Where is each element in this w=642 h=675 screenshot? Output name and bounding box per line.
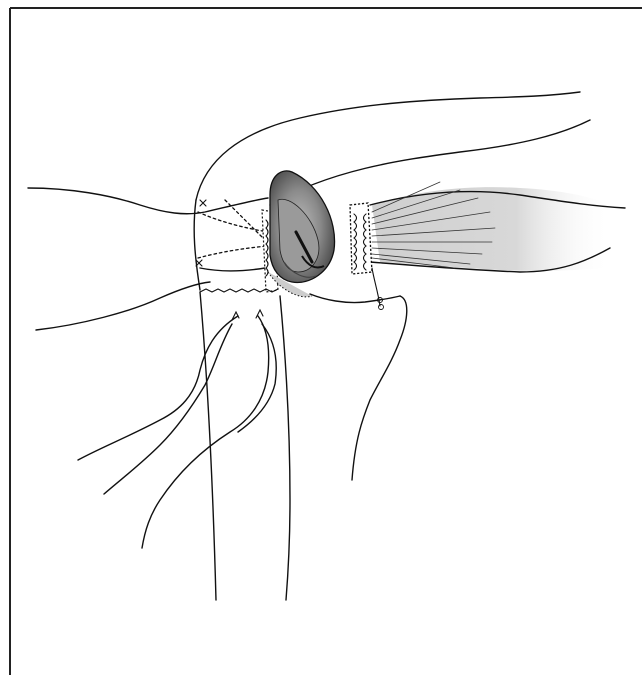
cartilage-cup [270, 171, 335, 283]
soft-tissue-lines [28, 188, 268, 330]
tibia-shaft [200, 289, 290, 600]
suture-limbs [78, 310, 276, 548]
page-frame-lines [10, 8, 642, 675]
repair-suture-loop [310, 294, 407, 480]
suture-tracks [196, 200, 270, 266]
